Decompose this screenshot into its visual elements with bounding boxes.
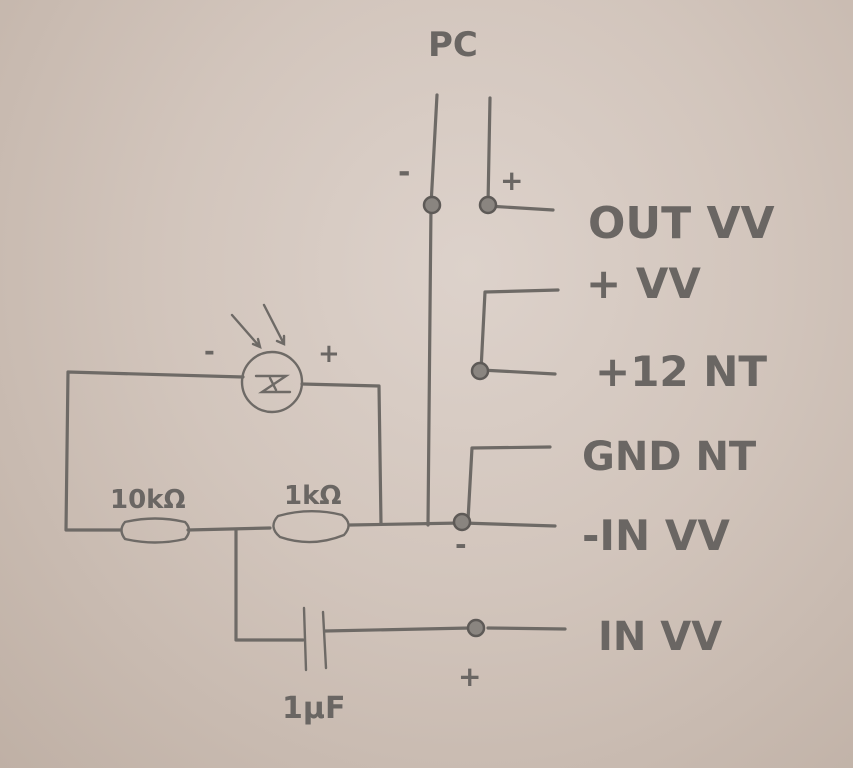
plus12-nt-label: +12 NT: [595, 347, 767, 396]
capacitor-plate-right: [321, 610, 328, 670]
photodiode-symbol: [254, 374, 292, 394]
node-minus-sign: -: [455, 528, 467, 561]
main-wire: [186, 526, 272, 532]
pc-positive-wire: [486, 96, 492, 207]
pc-plus-sign: +: [500, 164, 523, 197]
light-arrow-2: [262, 303, 286, 346]
out-vv-wire: [486, 204, 555, 212]
pc-label: PC: [428, 25, 478, 65]
pc-negative-wire: [426, 93, 439, 527]
resistor-10k: [120, 517, 191, 544]
photodiode: [240, 350, 304, 414]
resistor-1k-label: 1kΩ: [284, 481, 341, 511]
capacitor-branch-wire: [234, 528, 305, 642]
minus-in-vv-wire: [461, 521, 557, 528]
minus-in-vv-label: -IN VV: [582, 511, 730, 560]
gnd-nt-wire: [466, 445, 552, 522]
photodiode-left-wire: [64, 370, 245, 532]
node-plus-sign: +: [458, 660, 481, 693]
diode-plus-sign: +: [318, 339, 340, 369]
capacitor-plate-left: [302, 606, 308, 672]
in-vv-label: IN VV: [598, 614, 722, 660]
capacitor-label: 1µF: [282, 691, 345, 726]
out-vv-label: OUT VV: [588, 198, 775, 249]
plus-vv-label: + VV: [586, 259, 701, 308]
gnd-nt-label: GND NT: [582, 434, 757, 480]
in-vv-wire: [323, 626, 472, 633]
resistor-1k: [272, 510, 350, 544]
light-arrow-1: [230, 313, 262, 350]
node-pc-positive: [478, 195, 498, 215]
node-plus12-nt: [470, 361, 490, 381]
diode-minus-sign: -: [204, 337, 215, 367]
plus-vv-wire: [479, 288, 560, 376]
pc-minus-sign: -: [398, 155, 410, 190]
photodiode-right-wire: [300, 382, 383, 526]
resistor-10k-label: 10kΩ: [110, 485, 186, 515]
main-wire-right: [348, 521, 464, 527]
node-minus-in-vv: [452, 512, 472, 532]
node-in-vv: [466, 618, 486, 638]
in-vv-output-wire: [486, 626, 567, 631]
node-pc-negative: [422, 195, 442, 215]
